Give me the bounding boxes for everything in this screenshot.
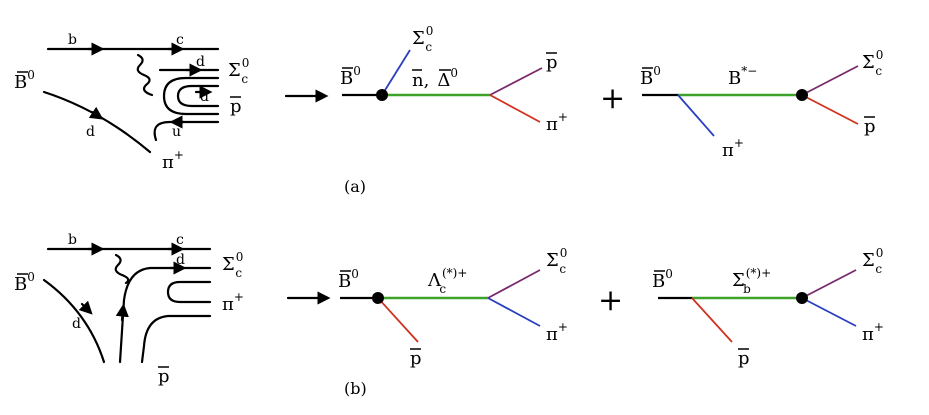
a-quark-w-boson xyxy=(136,53,154,97)
b2-vertex xyxy=(796,292,808,304)
b1-pi-label: π+ xyxy=(546,320,568,345)
b2-pi-leg xyxy=(801,297,857,327)
a2-pbar-label: p xyxy=(864,116,876,137)
a2-pi-label: π+ xyxy=(722,136,744,161)
a-quark-u-label: u xyxy=(172,124,181,140)
b1-pbar-leg xyxy=(377,297,419,343)
a1-pbar-label: p xyxy=(546,52,558,73)
a2-B0-label: B0 xyxy=(640,64,661,89)
a-quark-u-line xyxy=(153,120,220,142)
a1-pbar-leg xyxy=(489,67,543,96)
b2-pi-label: π+ xyxy=(862,320,884,345)
a-quark-pbar-label: p xyxy=(230,96,242,117)
b2-B0-label: B0 xyxy=(652,267,673,292)
a-quark-inner-loop xyxy=(176,84,220,108)
a2-sigma-leg xyxy=(801,65,859,96)
b-quark-c-label: c xyxy=(176,232,184,248)
a-quark-c-label: c xyxy=(176,32,184,48)
b-quark-w-boson xyxy=(114,253,130,285)
a-quark-outer-loop xyxy=(162,76,220,116)
b-quark-b-label: b xyxy=(68,232,77,248)
a-plus-sign: + xyxy=(600,81,625,116)
a-quark-d-low-line xyxy=(42,90,152,154)
b-quark-inner-loop xyxy=(166,280,212,304)
a2-vertex xyxy=(796,89,808,101)
b2-prop-label: Σ(*)+b xyxy=(732,266,771,296)
b2-sigma-leg xyxy=(801,269,857,299)
b1-prop-label: Λ(*)+c xyxy=(427,266,467,296)
b2-pbar-label: p xyxy=(738,348,750,369)
b-plus-sign: + xyxy=(598,283,623,318)
b-quark-d-low-label: d xyxy=(72,316,81,332)
a1-mid-label: n,Δ0 xyxy=(412,66,458,91)
b1-pbar-label: p xyxy=(410,348,422,369)
b1-B0-label: B0 xyxy=(338,267,359,292)
a1-vertex xyxy=(376,89,388,101)
b-quark-d-mid-label: d xyxy=(176,252,185,268)
a-quark-b-label: b xyxy=(68,32,77,48)
b-quark-pi-label: π+ xyxy=(222,290,244,315)
a2-pbar-leg xyxy=(801,94,859,125)
a2-prop-label: B*− xyxy=(728,64,757,89)
b-quark-B0-label: B0 xyxy=(14,270,35,295)
b-quark-d-low-arrow xyxy=(78,300,93,315)
b-quark-p-arrow xyxy=(115,303,129,322)
b-quark-pbar-label: p xyxy=(158,366,170,387)
caption-b: (b) xyxy=(344,379,367,398)
a-quark-d-low-label: d xyxy=(86,124,95,140)
b2-pbar-leg xyxy=(691,297,733,343)
a2-pi-leg xyxy=(677,94,715,137)
caption-a: (a) xyxy=(344,177,366,196)
a-quark-d-top-label: d xyxy=(196,54,205,70)
a-quark-pi-label: π+ xyxy=(162,148,184,173)
b1-sigma-leg xyxy=(487,269,541,299)
b1-vertex xyxy=(372,292,384,304)
a1-pi-label: π+ xyxy=(546,110,568,135)
b1-pi-leg xyxy=(487,297,541,327)
a-quark-d-mid-label: d xyxy=(200,89,209,105)
a1-sigma-leg xyxy=(381,49,411,96)
b-quark-d-mid-line xyxy=(118,266,212,364)
a1-pi-leg xyxy=(489,94,541,123)
a1-B0-label: B0 xyxy=(340,64,361,89)
b-quark-d-low-line xyxy=(42,278,106,364)
a-quark-d-low-arrow xyxy=(88,106,104,120)
b-quark-lower-line xyxy=(140,314,212,364)
a-quark-B0-label: B0 xyxy=(14,68,35,93)
